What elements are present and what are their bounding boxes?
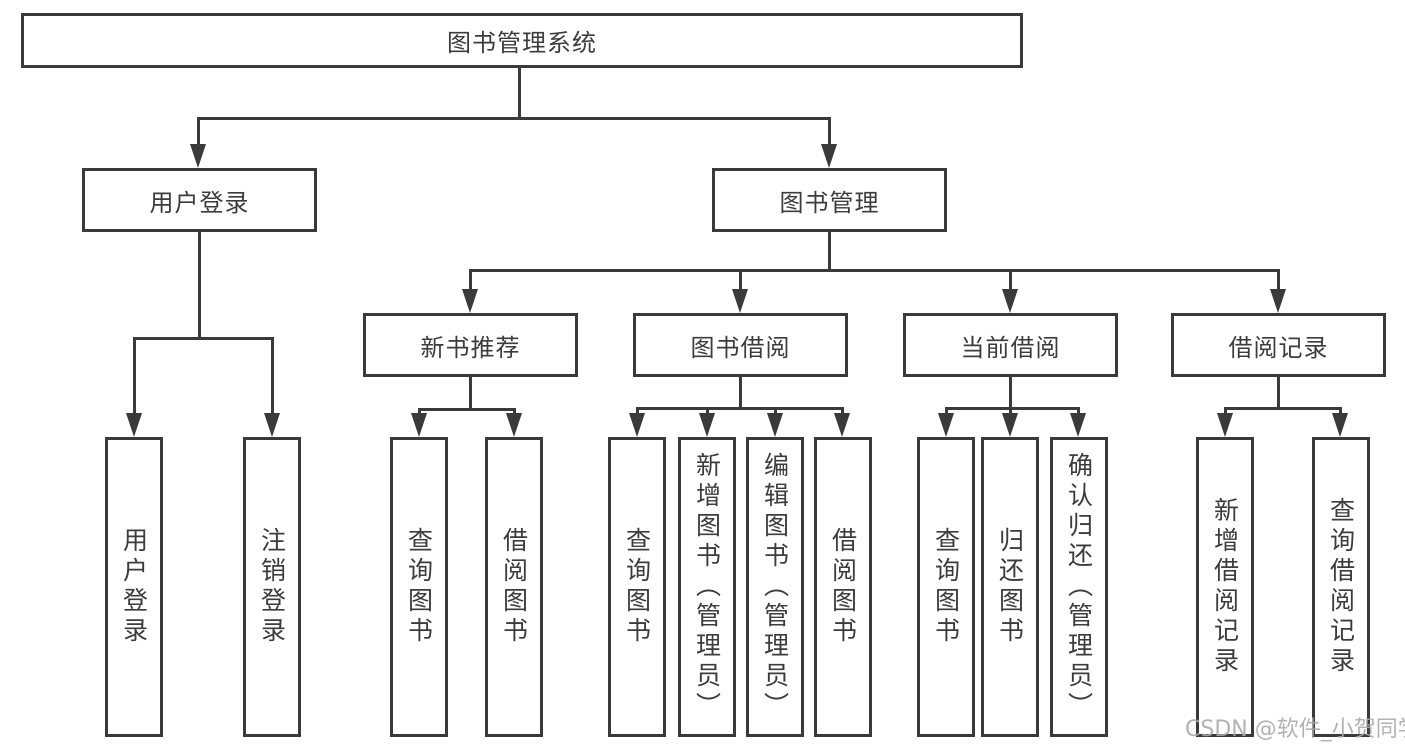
leaf-bw-add-books-admin: 新增图书（管理员） (678, 437, 736, 737)
leaf-cur-confirm-return-admin: 确认归还（管理员） (1050, 437, 1108, 737)
leaf-bw-borrow-books-label: 借阅图书 (828, 527, 858, 647)
leaf-rec-query-record: 查询借阅记录 (1312, 437, 1370, 737)
connector-root-rail (197, 117, 831, 120)
connector-nb-stem (469, 377, 472, 408)
connector-drop-bw-edit (774, 407, 777, 417)
connector-drop-bw-borrow (841, 407, 844, 417)
leaf-logout-label: 注销登录 (257, 527, 287, 647)
arrowhead-bw-add (699, 413, 715, 437)
node-library-system: 图书管理系统 (21, 13, 1023, 68)
leaf-cur-query-books-label: 查询图书 (931, 527, 961, 647)
arrowhead-rec-add (1217, 413, 1233, 437)
arrowhead-bw-borrow (834, 413, 850, 437)
leaf-nb-query-books: 查询图书 (390, 437, 448, 737)
arrowhead-rec-query (1332, 413, 1348, 437)
connector-mgmt-stem (828, 232, 831, 272)
connector-nb-rail (418, 408, 515, 411)
leaf-cur-return-books: 归还图书 (981, 437, 1039, 737)
connector-drop-book-borrowing (739, 269, 742, 293)
connector-drop-rec-query (1339, 407, 1342, 417)
connector-login-stem (198, 232, 201, 337)
connector-cur-stem (1009, 377, 1012, 407)
leaf-user-login: 用户登录 (105, 437, 163, 737)
node-book-borrowing: 图书借阅 (633, 313, 848, 377)
leaf-cur-return-books-label: 归还图书 (995, 527, 1025, 647)
arrowhead-current-borrowing (1002, 289, 1018, 313)
arrowhead-bw-query (629, 413, 645, 437)
connector-drop-cur-query (945, 407, 948, 417)
leaf-nb-query-books-label: 查询图书 (404, 527, 434, 647)
arrowhead-borrowing-records (1270, 289, 1286, 313)
connector-drop-rec-add (1224, 407, 1227, 417)
arrowhead-cur-query (938, 413, 954, 437)
leaf-nb-borrow-books-label: 借阅图书 (499, 527, 529, 647)
connector-rec-rail (1224, 407, 1342, 410)
node-user-login: 用户登录 (82, 168, 317, 232)
leaf-bw-edit-books-admin: 编辑图书（管理员） (746, 437, 804, 737)
connector-rec-stem (1277, 377, 1280, 407)
leaf-bw-query-books-label: 查询图书 (622, 527, 652, 647)
arrowhead-user-login (190, 144, 206, 168)
arrowhead-book-management (821, 144, 837, 168)
leaf-rec-query-record-label: 查询借阅记录 (1326, 497, 1356, 677)
leaf-bw-borrow-books: 借阅图书 (814, 437, 872, 737)
watermark: CSDN @软件_小贺同学 (1185, 717, 1405, 742)
arrowhead-nb-query (411, 413, 427, 437)
connector-bw-rail (636, 407, 844, 410)
leaf-cur-query-books: 查询图书 (917, 437, 975, 737)
node-new-book-recommend: 新书推荐 (363, 313, 578, 377)
leaf-logout: 注销登录 (243, 437, 301, 737)
arrowhead-bw-edit (767, 413, 783, 437)
node-borrowing-records: 借阅记录 (1171, 313, 1386, 377)
arrowhead-nb-borrow (506, 413, 522, 437)
connector-drop-bw-query (636, 407, 639, 417)
leaf-bw-add-books-admin-label: 新增图书（管理员） (692, 452, 722, 722)
leaf-user-login-label: 用户登录 (119, 527, 149, 647)
leaf-bw-edit-books-admin-label: 编辑图书（管理员） (760, 452, 790, 722)
arrowhead-book-borrowing (732, 289, 748, 313)
connector-drop-cur-return (1009, 407, 1012, 417)
connector-drop-leaf-user-login (133, 337, 136, 417)
connector-drop-borrowing-records (1277, 269, 1280, 293)
arrowhead-leaf-user-login (126, 413, 142, 437)
connector-cur-rail (945, 407, 1080, 410)
leaf-rec-add-record: 新增借阅记录 (1196, 437, 1254, 737)
leaf-bw-query-books: 查询图书 (608, 437, 666, 737)
connector-drop-user-login (197, 117, 200, 150)
leaf-rec-add-record-label: 新增借阅记录 (1210, 497, 1240, 677)
arrowhead-cur-return (1002, 413, 1018, 437)
connector-drop-bw-add (706, 407, 709, 417)
connector-drop-current-borrowing (1009, 269, 1012, 293)
connector-drop-leaf-logout (271, 337, 274, 417)
node-current-borrowing: 当前借阅 (903, 313, 1118, 377)
connector-mgmt-rail (469, 269, 1280, 272)
connector-drop-book-management (828, 117, 831, 150)
connector-login-rail (133, 337, 274, 340)
arrowhead-cur-confirm (1070, 413, 1086, 437)
connector-drop-cur-confirm (1077, 407, 1080, 417)
arrowhead-new-book (462, 289, 478, 313)
node-book-management: 图书管理 (712, 168, 947, 232)
connector-bw-stem (739, 377, 742, 407)
leaf-nb-borrow-books: 借阅图书 (485, 437, 543, 737)
leaf-cur-confirm-return-admin-label: 确认归还（管理员） (1064, 452, 1094, 722)
connector-drop-new-book (469, 269, 472, 293)
arrowhead-leaf-logout (264, 413, 280, 437)
connector-root-stem (518, 68, 521, 118)
